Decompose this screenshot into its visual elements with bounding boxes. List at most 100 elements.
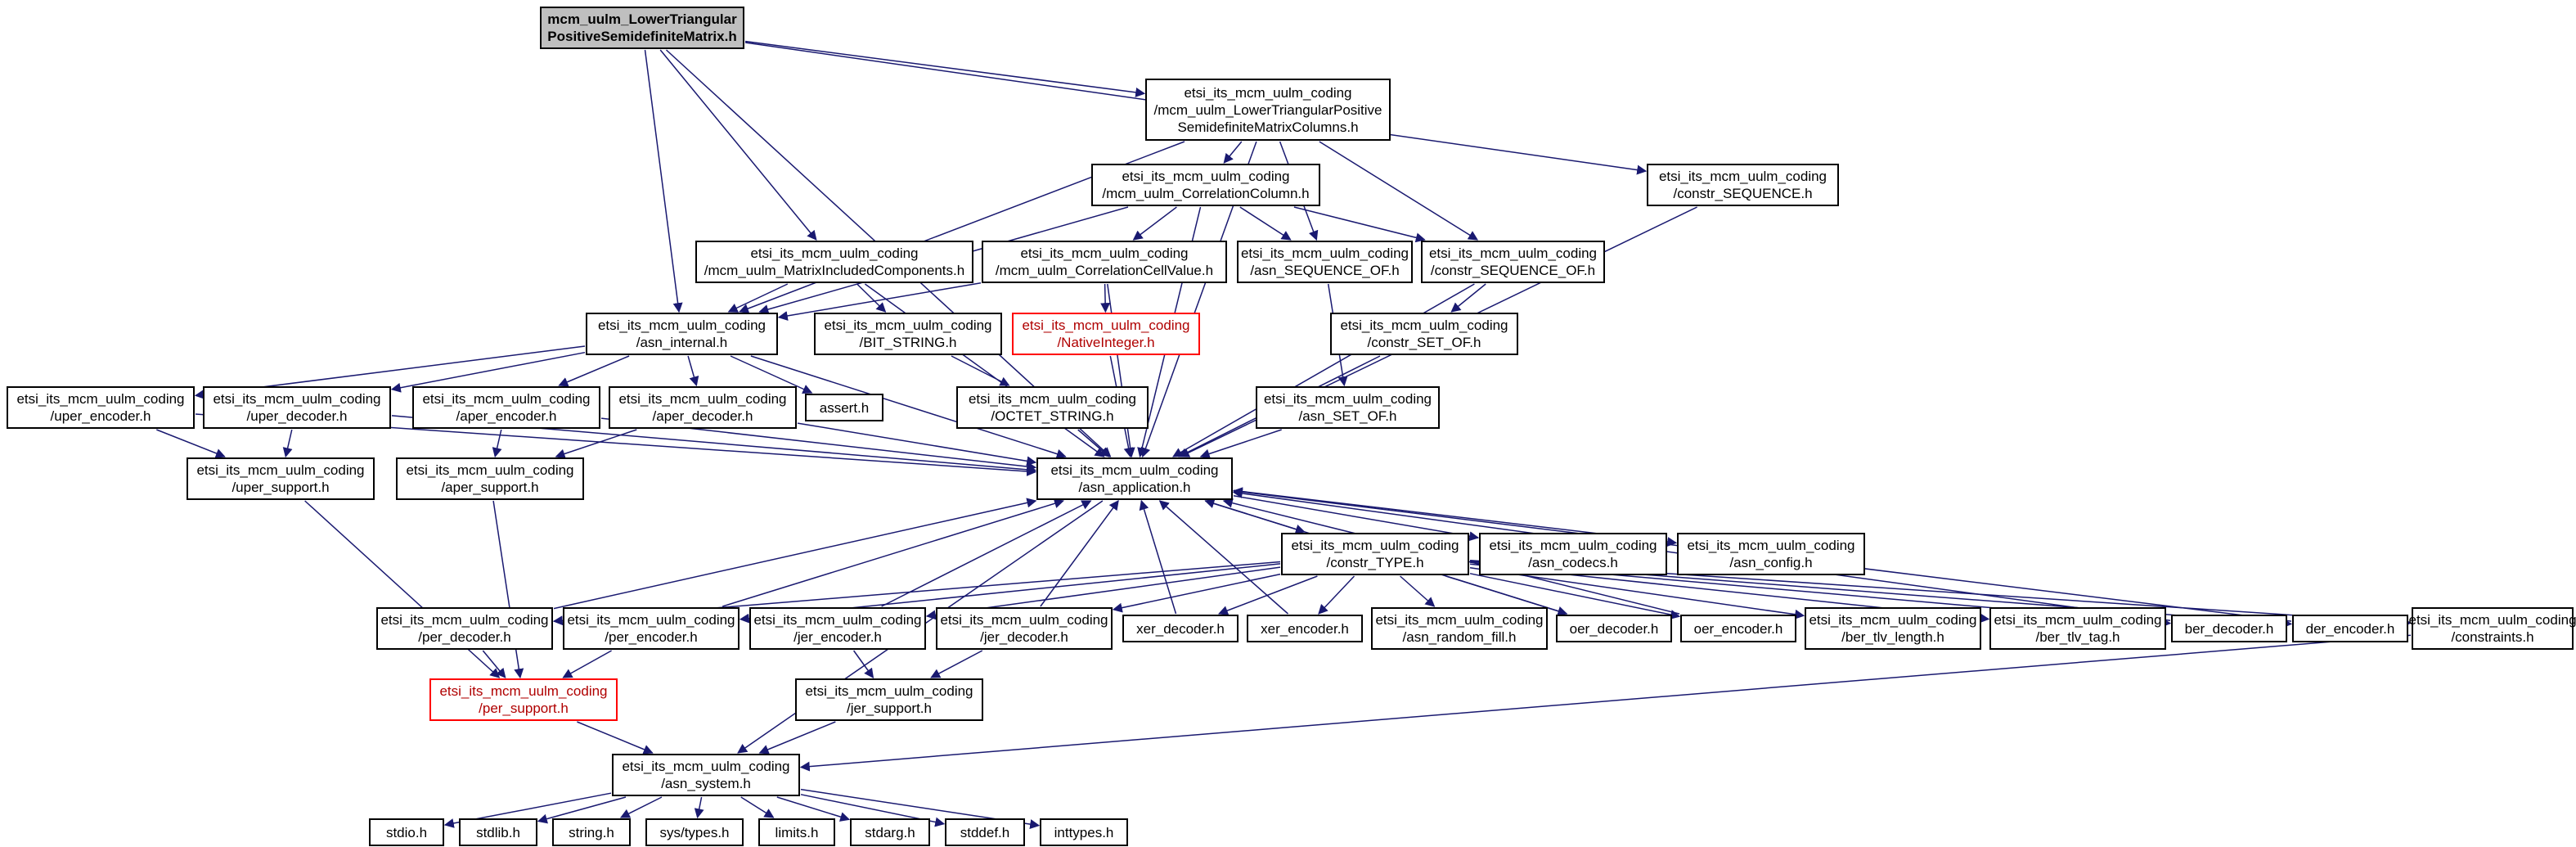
node-label-line: etsi_its_mcm_uulm_coding bbox=[1291, 538, 1459, 553]
node-label-line: stdio.h bbox=[385, 824, 428, 840]
edge-jer_dec-jer_sup bbox=[930, 650, 983, 678]
edge-per_sup-asn_system bbox=[577, 721, 654, 755]
node-label-line: etsi_its_mcm_uulm_coding bbox=[622, 759, 790, 774]
node-label-line: etsi_its_mcm_uulm_coding bbox=[2408, 612, 2576, 628]
graph-node-native_int[interactable]: etsi_its_mcm_uulm_coding/NativeInteger.h bbox=[1012, 313, 1200, 355]
graph-node-per_enc[interactable]: etsi_its_mcm_uulm_coding/per_encoder.h bbox=[563, 607, 740, 650]
edge-per_enc-asn_app bbox=[722, 498, 1064, 607]
graph-node-uper_enc[interactable]: etsi_its_mcm_uulm_coding/uper_encoder.h bbox=[7, 386, 195, 429]
graph-node-oer_enc[interactable]: oer_encoder.h bbox=[1680, 615, 1796, 642]
graph-node-octet_string[interactable]: etsi_its_mcm_uulm_coding/OCTET_STRING.h bbox=[956, 386, 1149, 429]
edge-matrix_inc-bit_string bbox=[856, 283, 887, 313]
node-label-line: /constr_SEQUENCE.h bbox=[1673, 186, 1813, 201]
edge-corr_cell-asn_internal bbox=[777, 282, 982, 321]
edge-jer_enc-asn_app bbox=[881, 500, 1092, 607]
node-label-line: /per_support.h bbox=[479, 701, 569, 716]
node-label-line: etsi_its_mcm_uulm_coding bbox=[940, 612, 1108, 628]
graph-node-per_dec[interactable]: etsi_its_mcm_uulm_coding/per_decoder.h bbox=[376, 607, 553, 650]
node-label-line: etsi_its_mcm_uulm_coding bbox=[196, 462, 365, 478]
graph-node-constr_setof[interactable]: etsi_its_mcm_uulm_coding/constr_SET_OF.h bbox=[1330, 313, 1518, 355]
edge-constr_seqof-constr_setof bbox=[1450, 283, 1486, 313]
edge-root-cols bbox=[744, 40, 1146, 97]
node-label-line: stdarg.h bbox=[865, 824, 915, 840]
node-label-line: etsi_its_mcm_uulm_coding bbox=[750, 246, 919, 261]
edge-constr_type-oer_enc bbox=[1469, 573, 1681, 619]
graph-node-matrix_inc[interactable]: etsi_its_mcm_uulm_coding/mcm_uulm_Matrix… bbox=[695, 241, 973, 283]
graph-node-xer_dec[interactable]: xer_decoder.h bbox=[1122, 615, 1239, 642]
node-label-line: etsi_its_mcm_uulm_coding bbox=[406, 462, 574, 478]
graph-node-asn_setof[interactable]: etsi_its_mcm_uulm_coding/asn_SET_OF.h bbox=[1256, 386, 1440, 429]
graph-node-asn_internal[interactable]: etsi_its_mcm_uulm_coding/asn_internal.h bbox=[586, 313, 778, 355]
graph-node-jer_dec[interactable]: etsi_its_mcm_uulm_coding/jer_decoder.h bbox=[936, 607, 1113, 650]
edge-asn_setof-asn_app bbox=[1199, 429, 1282, 459]
node-label-line: /uper_decoder.h bbox=[246, 408, 348, 424]
node-label-line: etsi_its_mcm_uulm_coding bbox=[618, 391, 787, 407]
graph-node-constr_seq[interactable]: etsi_its_mcm_uulm_coding/constr_SEQUENCE… bbox=[1647, 164, 1839, 206]
graph-node-jer_sup[interactable]: etsi_its_mcm_uulm_coding/jer_support.h bbox=[795, 678, 983, 721]
graph-node-aper_dec[interactable]: etsi_its_mcm_uulm_coding/aper_decoder.h bbox=[609, 386, 797, 429]
node-label-line: etsi_its_mcm_uulm_coding bbox=[439, 683, 608, 699]
edge-asn_system-stdlib bbox=[537, 796, 627, 824]
node-label-line: etsi_its_mcm_uulm_coding bbox=[1687, 538, 1855, 553]
node-label-line: PositiveSemidefiniteMatrix.h bbox=[547, 29, 737, 44]
graph-node-cols[interactable]: etsi_its_mcm_uulm_coding/mcm_uulm_LowerT… bbox=[1145, 79, 1391, 141]
node-label-line: ber_decoder.h bbox=[2184, 620, 2274, 637]
node-label-line: /per_decoder.h bbox=[418, 629, 511, 645]
graph-node-per_sup[interactable]: etsi_its_mcm_uulm_coding/per_support.h bbox=[429, 678, 618, 721]
graph-node-asn_codecs[interactable]: etsi_its_mcm_uulm_coding/asn_codecs.h bbox=[1479, 533, 1667, 575]
node-label-line: /aper_support.h bbox=[441, 480, 539, 495]
graph-node-oer_dec[interactable]: oer_decoder.h bbox=[1556, 615, 1672, 642]
node-label-line: /mcm_uulm_CorrelationCellValue.h bbox=[995, 263, 1214, 278]
node-label-line: etsi_its_mcm_uulm_coding bbox=[824, 318, 992, 333]
graph-node-uper_sup[interactable]: etsi_its_mcm_uulm_coding/uper_support.h bbox=[187, 457, 375, 500]
node-label-line: etsi_its_mcm_uulm_coding bbox=[1658, 169, 1827, 184]
graph-node-ber_tlv_tag[interactable]: etsi_its_mcm_uulm_coding/ber_tlv_tag.h bbox=[1989, 607, 2166, 650]
graph-node-ber_dec[interactable]: ber_decoder.h bbox=[2171, 615, 2287, 642]
graph-node-corr_cell[interactable]: etsi_its_mcm_uulm_coding/mcm_uulm_Correl… bbox=[982, 241, 1227, 283]
graph-node-xer_enc[interactable]: xer_encoder.h bbox=[1247, 615, 1363, 642]
node-label-line: /constr_TYPE.h bbox=[1326, 555, 1424, 570]
edge-uper_enc-uper_sup bbox=[156, 429, 226, 458]
graph-node-asn_system[interactable]: etsi_its_mcm_uulm_coding/asn_system.h bbox=[612, 754, 800, 796]
node-label-line: /asn_SET_OF.h bbox=[1298, 408, 1397, 424]
node-label-line: /jer_encoder.h bbox=[793, 629, 882, 645]
node-label-line: etsi_its_mcm_uulm_coding bbox=[805, 683, 973, 699]
edge-jer_dec-asn_app bbox=[1040, 500, 1119, 607]
graph-node-random_fill[interactable]: etsi_its_mcm_uulm_coding/asn_random_fill… bbox=[1371, 607, 1548, 650]
edge-asn_system-stdarg bbox=[776, 796, 851, 822]
node-label-line: oer_encoder.h bbox=[1693, 620, 1783, 637]
node-label-line: etsi_its_mcm_uulm_coding bbox=[1122, 169, 1290, 184]
graph-node-asn_app[interactable]: etsi_its_mcm_uulm_coding/asn_application… bbox=[1036, 457, 1233, 500]
graph-node-stdio: stdio.h bbox=[369, 818, 444, 846]
edge-constr_type-random_fill bbox=[1400, 575, 1436, 607]
edge-asn_internal-assert_h bbox=[730, 355, 813, 394]
node-label-line: /constr_SEQUENCE_OF.h bbox=[1430, 263, 1596, 278]
graph-node-bit_string[interactable]: etsi_its_mcm_uulm_coding/BIT_STRING.h bbox=[814, 313, 1002, 355]
graph-node-constr_type[interactable]: etsi_its_mcm_uulm_coding/constr_TYPE.h bbox=[1281, 533, 1469, 575]
graph-node-corr_col[interactable]: etsi_its_mcm_uulm_coding/mcm_uulm_Correl… bbox=[1091, 164, 1320, 206]
graph-node-uper_dec[interactable]: etsi_its_mcm_uulm_coding/uper_decoder.h bbox=[203, 386, 391, 429]
edge-asn_internal-uper_dec bbox=[390, 351, 586, 393]
graph-node-der_enc[interactable]: der_encoder.h bbox=[2292, 615, 2408, 642]
edge-jer_enc-jer_sup bbox=[852, 650, 874, 678]
graph-node-asn_seqof[interactable]: etsi_its_mcm_uulm_coding/asn_SEQUENCE_OF… bbox=[1237, 241, 1413, 283]
node-label-line: der_encoder.h bbox=[2305, 620, 2395, 637]
node-label-line: etsi_its_mcm_uulm_coding bbox=[422, 391, 591, 407]
edge-root-asn_internal bbox=[644, 49, 683, 313]
edge-constraints-asn_system bbox=[799, 634, 2412, 772]
node-label-line: stddef.h bbox=[960, 824, 1010, 840]
graph-node-stdlib: stdlib.h bbox=[459, 818, 537, 846]
node-label-line: /mcm_uulm_MatrixIncludedComponents.h bbox=[704, 263, 965, 278]
graph-node-jer_enc[interactable]: etsi_its_mcm_uulm_coding/jer_encoder.h bbox=[749, 607, 926, 650]
edge-asn_system-sys_types bbox=[694, 796, 704, 819]
graph-node-aper_sup[interactable]: etsi_its_mcm_uulm_coding/aper_support.h bbox=[396, 457, 584, 500]
node-label-line: stdlib.h bbox=[476, 824, 520, 840]
graph-node-ber_tlv_len[interactable]: etsi_its_mcm_uulm_coding/ber_tlv_length.… bbox=[1805, 607, 1981, 650]
node-label-line: /uper_encoder.h bbox=[50, 408, 151, 424]
graph-node-constraints[interactable]: etsi_its_mcm_uulm_coding/constraints.h bbox=[2408, 607, 2576, 650]
graph-node-asn_config[interactable]: etsi_its_mcm_uulm_coding/asn_config.h bbox=[1677, 533, 1865, 575]
edge-bit_string-octet_string bbox=[951, 355, 1010, 386]
graph-node-constr_seqof[interactable]: etsi_its_mcm_uulm_coding/constr_SEQUENCE… bbox=[1421, 241, 1605, 283]
graph-node-aper_enc[interactable]: etsi_its_mcm_uulm_coding/aper_encoder.h bbox=[412, 386, 600, 429]
